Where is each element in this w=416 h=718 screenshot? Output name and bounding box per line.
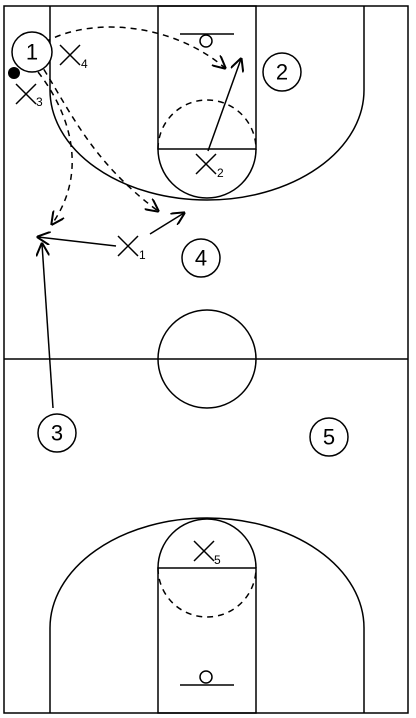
offense-player-3: 3 (37, 413, 77, 453)
pass-1-to-2-arrow (44, 26, 225, 68)
ball-icon (8, 67, 20, 79)
defense-player-x4-label: 4 (81, 57, 88, 71)
defense-player-x5-label: 5 (214, 553, 221, 567)
offense-player-2-label: 2 (276, 60, 288, 85)
defense-player-x2-label: 2 (217, 166, 224, 180)
top-free-throw-circle-solid (157, 148, 257, 199)
player-3-cut-arrow (42, 244, 54, 409)
bottom-free-throw-circle-solid (157, 518, 257, 569)
top-half-markings (49, 5, 365, 201)
x2-closeout-arrow (207, 59, 241, 152)
offense-player-4-label: 4 (195, 246, 207, 271)
center-circle (157, 309, 257, 409)
offense-player-4: 4 (181, 238, 221, 278)
pass-x4-cut-arrow (37, 59, 158, 211)
offense-player-5-label: 5 (323, 425, 335, 450)
bottom-half-markings (49, 517, 365, 714)
bottom-key (157, 567, 257, 714)
defense-player-x3: 3 (15, 83, 43, 109)
offense-player-1-label: 1 (26, 40, 38, 65)
defense-player-x1-label: 1 (139, 248, 146, 262)
offense-player-3-label: 3 (51, 421, 63, 446)
bottom-three-point-arc (49, 517, 365, 629)
top-key (157, 5, 257, 150)
defense-player-x5: 5 (193, 540, 221, 567)
defense-player-x1: 1 (117, 235, 146, 262)
x1-move-right-arrow (149, 213, 184, 235)
offense-player-5: 5 (309, 417, 349, 457)
offense-player-1: 1 (11, 31, 53, 73)
x1-move-left-arrow (38, 237, 117, 247)
x3-cut-arrow (37, 71, 73, 224)
play-arrows (37, 26, 241, 409)
defense-player-x2: 2 (195, 153, 224, 180)
top-three-point-arc (49, 89, 365, 201)
defense-player-x4: 4 (59, 44, 88, 71)
defense-player-x3-label: 3 (36, 95, 43, 109)
top-free-throw-circle-dashed (157, 99, 257, 150)
bottom-basket (199, 670, 213, 684)
offense-player-2: 2 (262, 52, 302, 92)
bottom-free-throw-circle-dashed (157, 567, 257, 618)
top-basket (199, 34, 213, 48)
